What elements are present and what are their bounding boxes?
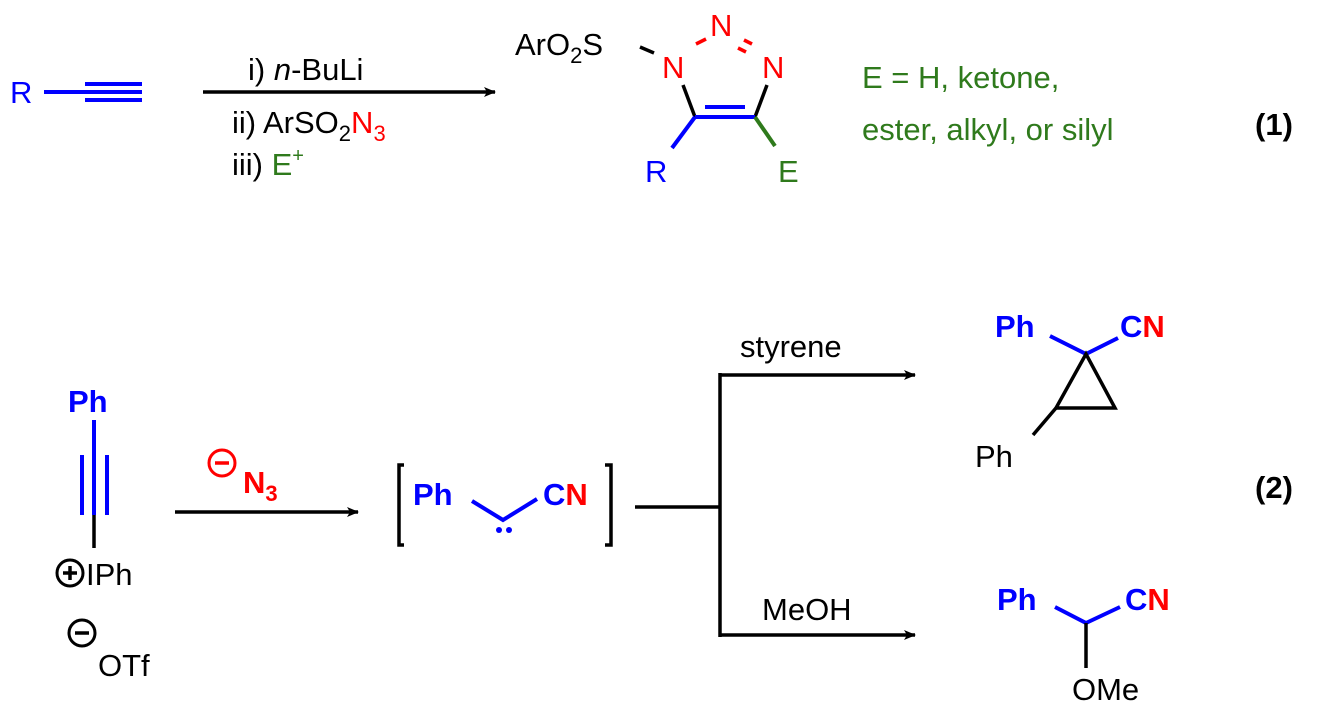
- reaction-2: Ph IPh OTf N3 Ph CN: [55, 309, 1293, 707]
- triazole-r: R: [645, 154, 667, 189]
- alkynyl-ph: Ph: [68, 384, 108, 419]
- reaction-1: R i) n-BuLi ii) ArSO2N3 iii) E+ ArO2S N …: [10, 8, 1293, 189]
- azide-reagent: N3: [243, 465, 278, 506]
- condition-step-1: i) n-BuLi: [248, 52, 363, 87]
- triazole-n2: N: [710, 8, 732, 43]
- alkyne-r: R: [10, 75, 32, 110]
- condition-step-3: iii) E+: [232, 145, 304, 182]
- equation-label-1: (1): [1255, 107, 1293, 142]
- minus-charge-icon: [67, 618, 97, 648]
- methoxy-ome: OMe: [1072, 672, 1139, 707]
- plus-charge-icon: [55, 558, 85, 588]
- branch-arrows: [635, 370, 916, 640]
- triazole-n1: N: [662, 50, 684, 85]
- triazole-e: E: [778, 154, 799, 189]
- triazole-product: ArO2S N N N R E: [515, 8, 799, 189]
- sulfonyl-group: ArO2S: [515, 27, 603, 68]
- cyclopropane-ph: Ph: [995, 309, 1035, 344]
- methoxy-product: Ph CN OMe: [997, 582, 1170, 707]
- methoxy-ph: Ph: [997, 582, 1037, 617]
- cyclopropane-cn: CN: [1120, 309, 1165, 344]
- cyclopropane-product: Ph CN Ph: [975, 309, 1165, 474]
- alkynyl-iodonium-bonds: [80, 420, 109, 548]
- equation-label-2: (2): [1255, 470, 1293, 505]
- electrophile-note-2: ester, alkyl, or silyl: [862, 112, 1114, 147]
- terminal-alkyne-bonds: [44, 82, 142, 102]
- triflate: OTf: [98, 648, 150, 683]
- carbene-ph: Ph: [413, 477, 453, 512]
- condition-step-2: ii) ArSO2N3: [232, 105, 386, 146]
- cyclopropane-ph2: Ph: [975, 439, 1013, 474]
- carbene-intermediate: Ph CN: [397, 463, 613, 547]
- triazole-n3: N: [762, 50, 784, 85]
- electrophile-note-1: E = H, ketone,: [862, 60, 1059, 95]
- iodonium-iph: IPh: [86, 557, 133, 592]
- methanol-label: MeOH: [762, 592, 852, 627]
- azide-minus-icon: [207, 448, 237, 478]
- styrene-label: styrene: [740, 329, 842, 364]
- carbene-cn: CN: [543, 477, 588, 512]
- methoxy-cn: CN: [1125, 582, 1170, 617]
